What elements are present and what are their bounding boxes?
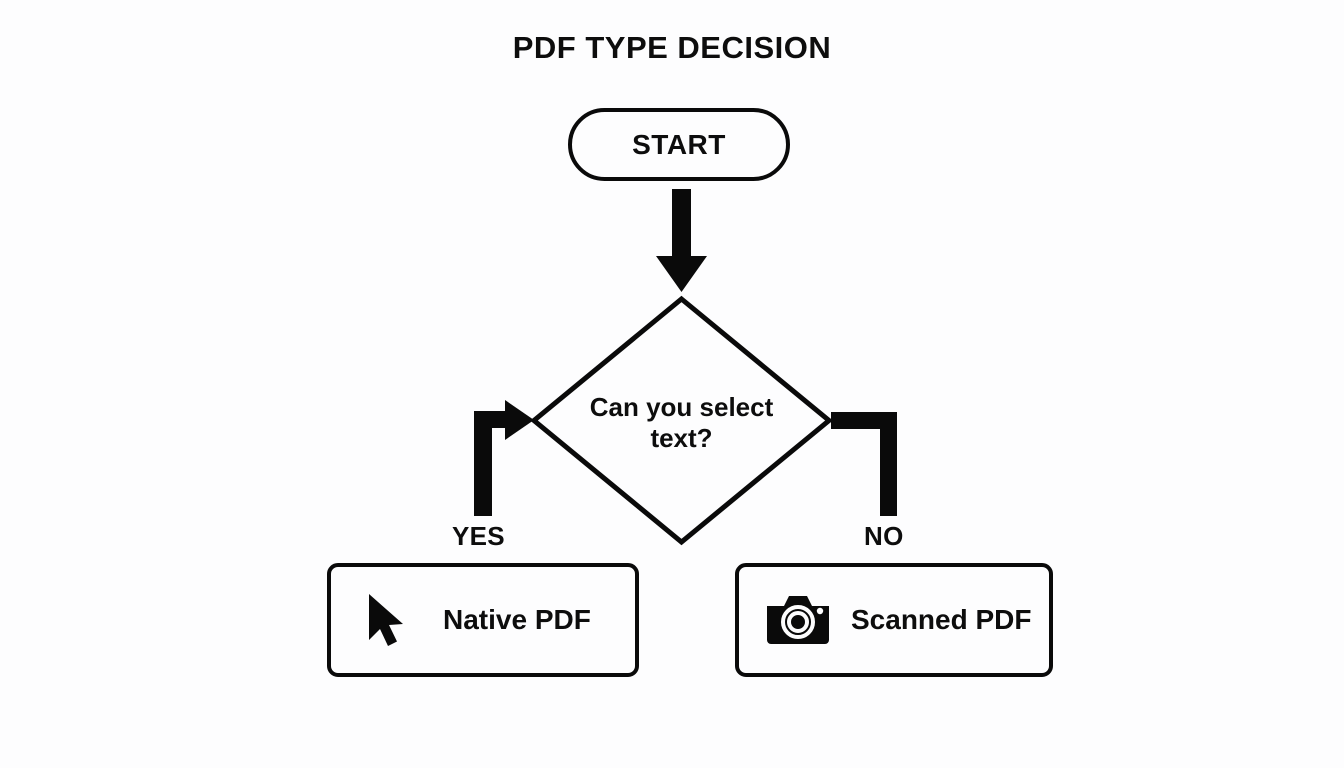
native-pdf-label: Native PDF: [443, 604, 591, 635]
scanned-pdf-label: Scanned PDF: [851, 604, 1032, 635]
connector-yes-branch: [474, 400, 534, 516]
flow-node-start[interactable]: START: [568, 108, 790, 181]
connector-no-branch: [831, 412, 897, 516]
mouse-cursor-icon: [369, 594, 403, 646]
camera-icon: [767, 596, 829, 644]
start-node-label: START: [632, 128, 726, 160]
decision-text-line-2: text?: [650, 422, 713, 453]
arrow-start-to-decision: [656, 189, 707, 292]
branch-label-yes: YES: [452, 521, 505, 551]
page-title: PDF TYPE DECISION: [512, 30, 832, 65]
flow-node-scanned-pdf[interactable]: Scanned PDF: [735, 563, 1053, 677]
flow-node-native-pdf[interactable]: Native PDF: [327, 563, 639, 677]
decision-text-line-1: Can you select: [589, 392, 774, 422]
branch-label-no: NO: [864, 521, 904, 551]
decision-node-text: Can you select text?: [560, 392, 803, 453]
